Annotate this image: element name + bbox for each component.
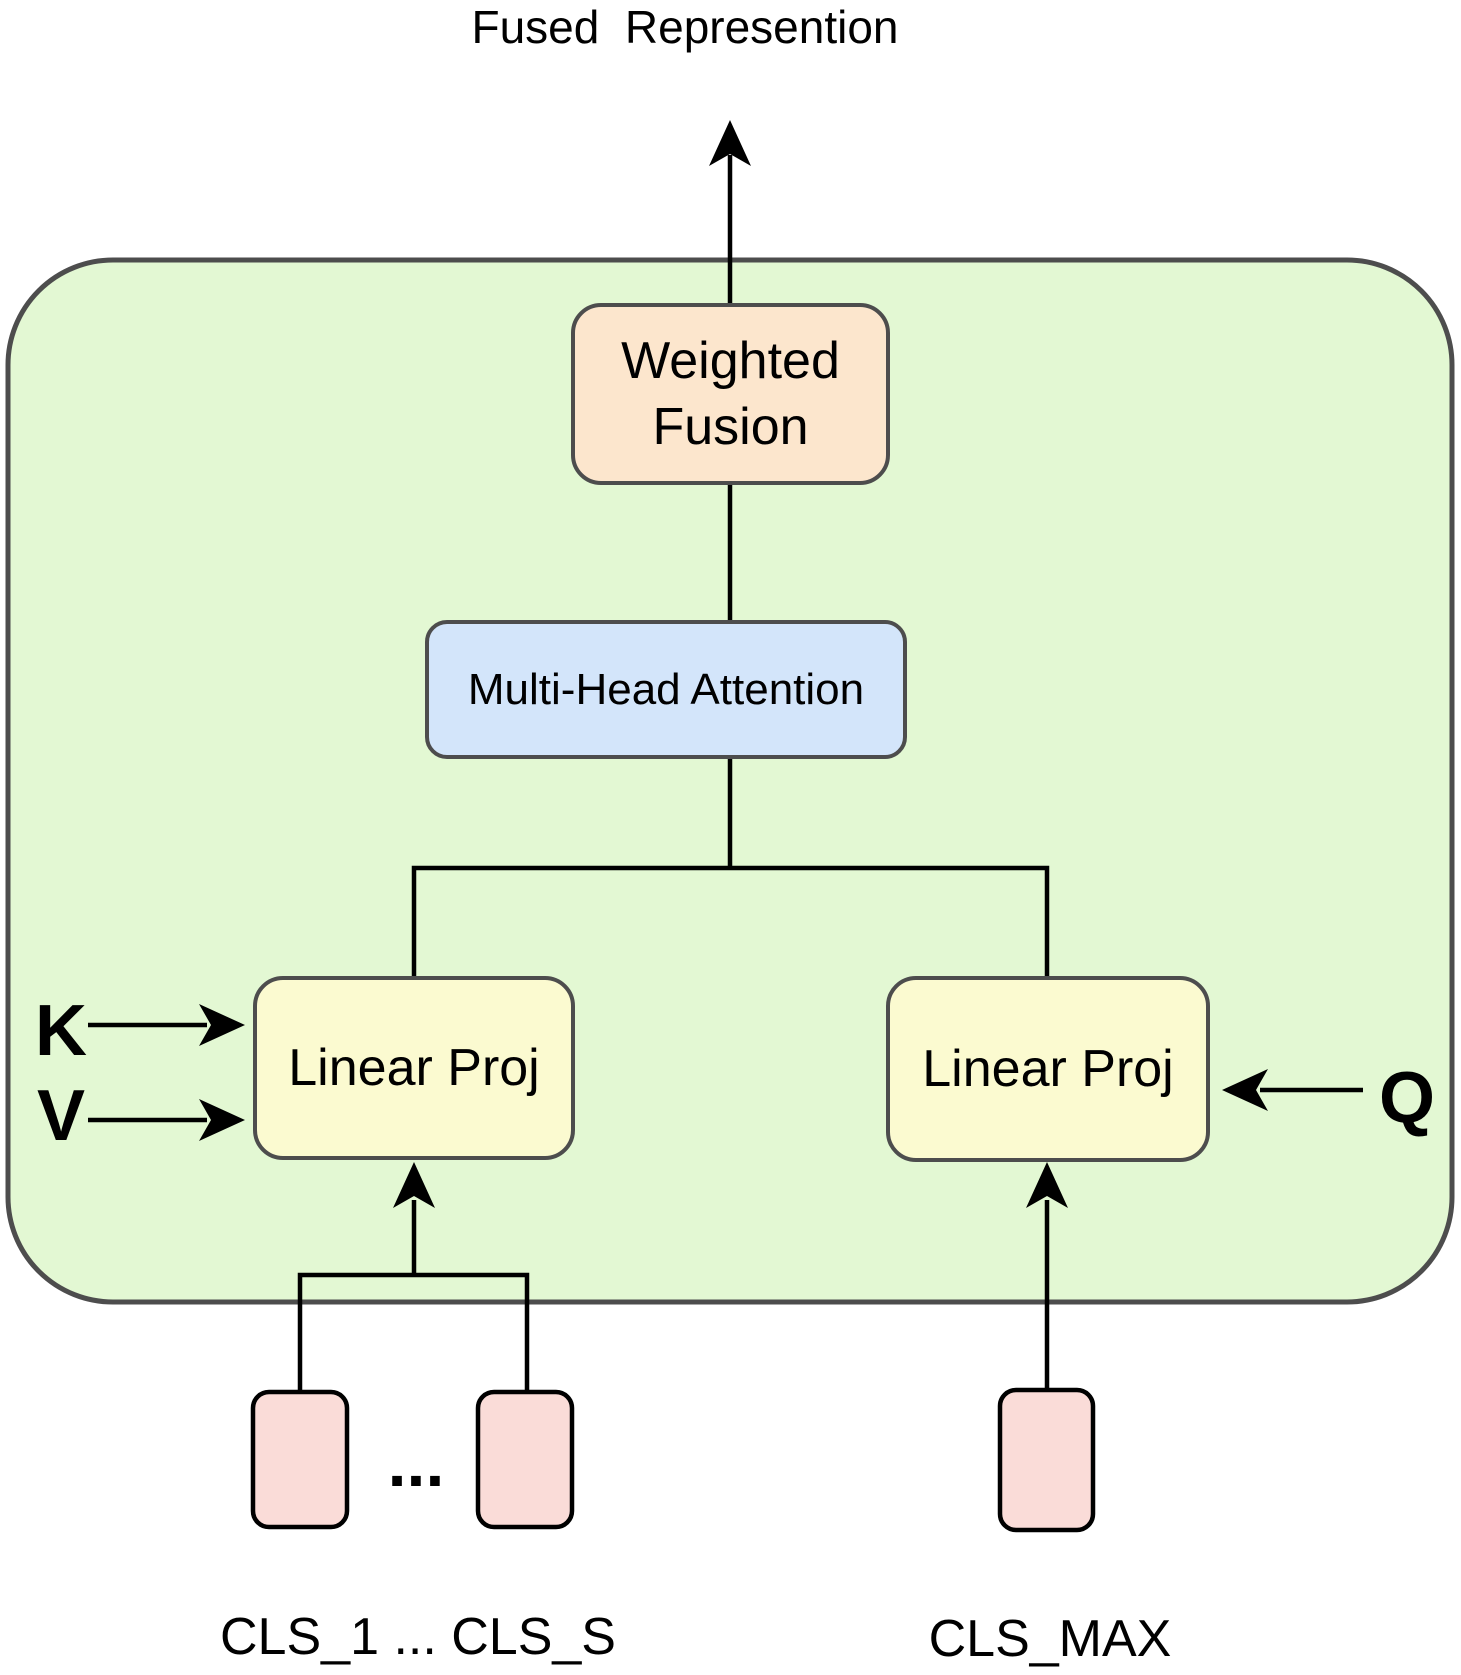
cls-tokens-label: CLS_1 ... CLS_S xyxy=(220,1608,616,1666)
weighted-fusion-label: Weighted Fusion xyxy=(573,305,888,483)
cls-tokens-ellipsis: ... xyxy=(387,1425,445,1501)
cls-1-token-box xyxy=(250,1389,350,1530)
weighted-fusion-box xyxy=(571,303,890,485)
diagram-title: Fused Represention xyxy=(471,1,899,53)
weighted-fusion-label-line1: Weighted xyxy=(621,332,840,390)
cls-max-arrowhead-icon xyxy=(1026,1162,1068,1208)
linear-proj-kv-box xyxy=(253,976,575,1160)
branch-to-linear-proj-lines xyxy=(411,865,1050,978)
cls-s-token-box xyxy=(475,1389,575,1530)
weighted-fusion-label-line2: Fusion xyxy=(652,398,809,456)
cls-tokens-arrowhead-icon xyxy=(393,1162,435,1208)
k-input-arrowhead-icon xyxy=(199,1004,245,1046)
v-input-arrowhead-icon xyxy=(199,1099,245,1141)
linear-proj-q-box xyxy=(886,976,1210,1162)
key-input-label: K xyxy=(35,991,87,1071)
value-input-label: V xyxy=(36,1076,86,1156)
q-input-arrowhead-icon xyxy=(1222,1069,1268,1111)
cls-max-token-box xyxy=(997,1387,1096,1533)
linear-proj-kv-label: Linear Proj xyxy=(288,1039,540,1097)
linear-proj-q-label: Linear Proj xyxy=(922,1040,1174,1098)
cls-max-label: CLS_MAX xyxy=(928,1610,1172,1668)
multi-head-attention-box xyxy=(425,620,907,759)
query-input-label: Q xyxy=(1378,1058,1435,1138)
multi-head-attention-label: Multi-Head Attention xyxy=(467,664,865,714)
output-arrowhead-icon xyxy=(709,120,751,166)
